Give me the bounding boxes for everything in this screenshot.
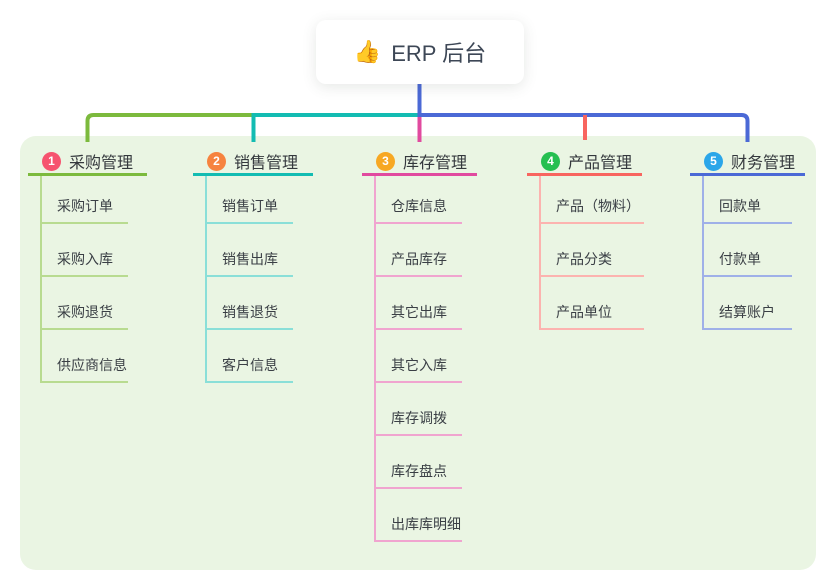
branch-purchase-children: 采购订单 采购入库 采购退货 供应商信息 [40,176,128,383]
root-label: ERP 后台 [391,41,487,66]
child-node[interactable]: 库存盘点 [376,436,462,489]
badge-4: 4 [541,151,560,171]
root-node[interactable]: 👍 ERP 后台 [316,20,524,84]
child-node[interactable]: 其它入库 [376,330,462,383]
badge-1: 1 [42,151,61,171]
branch-finance-children: 回款单 付款单 结算账户 [702,176,792,330]
branch-product-node[interactable]: 4 产品管理 [527,149,642,176]
branch-sales: 2 销售管理 销售订单 销售出库 销售退货 客户信息 [193,149,313,383]
child-node[interactable]: 回款单 [704,176,792,224]
child-node[interactable]: 库存调拨 [376,383,462,436]
branch-inventory-children: 仓库信息 产品库存 其它出库 其它入库 库存调拨 库存盘点 出库库明细 [374,176,462,542]
branch-product-label: 产品管理 [568,155,633,172]
child-node[interactable]: 采购订单 [42,176,128,224]
branch-product: 4 产品管理 产品（物料） 产品分类 产品单位 [527,149,644,330]
branch-finance-label: 财务管理 [731,155,796,172]
child-node[interactable]: 供应商信息 [42,330,128,383]
branch-inventory: 3 库存管理 仓库信息 产品库存 其它出库 其它入库 库存调拨 库存盘点 出库库… [362,149,477,542]
branch-sales-label: 销售管理 [234,155,299,172]
child-node[interactable]: 结算账户 [704,277,792,330]
branches-background-panel [20,136,816,570]
branch-sales-node[interactable]: 2 销售管理 [193,149,313,176]
child-node[interactable]: 销售出库 [207,224,293,277]
child-node[interactable]: 客户信息 [207,330,293,383]
branch-inventory-node[interactable]: 3 库存管理 [362,149,477,176]
branch-purchase: 1 采购管理 采购订单 采购入库 采购退货 供应商信息 [28,149,147,383]
badge-5: 5 [704,151,723,171]
branch-inventory-label: 库存管理 [403,155,468,172]
child-node[interactable]: 采购退货 [42,277,128,330]
child-node[interactable]: 出库库明细 [376,489,462,542]
child-node[interactable]: 其它出库 [376,277,462,330]
child-node[interactable]: 产品库存 [376,224,462,277]
branch-purchase-label: 采购管理 [69,155,134,172]
child-node[interactable]: 销售退货 [207,277,293,330]
child-node[interactable]: 产品分类 [541,224,644,277]
badge-3: 3 [376,151,395,171]
child-node[interactable]: 采购入库 [42,224,128,277]
branch-product-children: 产品（物料） 产品分类 产品单位 [539,176,644,330]
branch-sales-children: 销售订单 销售出库 销售退货 客户信息 [205,176,293,383]
child-node[interactable]: 仓库信息 [376,176,462,224]
branch-purchase-node[interactable]: 1 采购管理 [28,149,147,176]
child-node[interactable]: 产品单位 [541,277,644,330]
branch-finance: 5 财务管理 回款单 付款单 结算账户 [690,149,805,330]
child-node[interactable]: 付款单 [704,224,792,277]
badge-2: 2 [207,151,226,171]
branch-finance-node[interactable]: 5 财务管理 [690,149,805,176]
thumbs-up-icon: 👍 [353,39,382,64]
child-node[interactable]: 产品（物料） [541,176,644,224]
child-node[interactable]: 销售订单 [207,176,293,224]
